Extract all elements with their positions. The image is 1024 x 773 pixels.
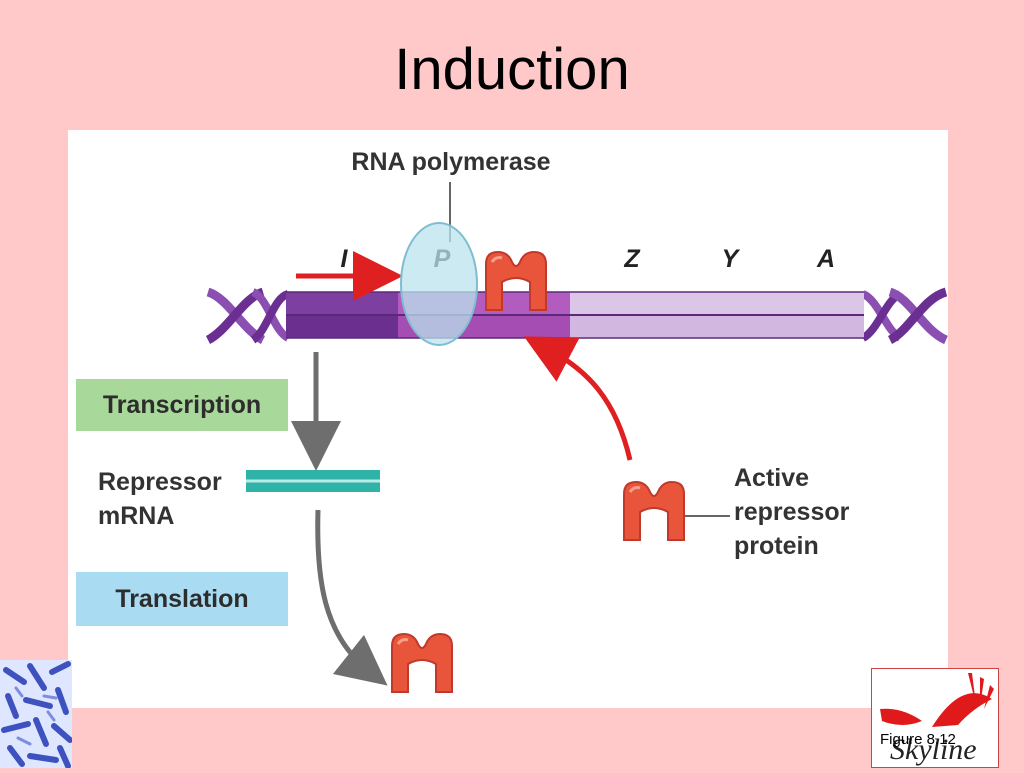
gene-label-y: Y (722, 245, 741, 273)
gene-label-i: I (341, 245, 349, 273)
active-repressor-protein (622, 480, 686, 542)
gene-label-z: Z (623, 245, 641, 273)
induction-diagram: RNA polymerase I P Z Y A (98, 148, 948, 694)
skyline-logo: Skyline (871, 668, 999, 768)
repressor-mrna-label-line2: mRNA (98, 502, 174, 530)
active-repressor-label-line2: repressor (734, 498, 850, 526)
rna-polymerase-label: RNA polymerase (351, 148, 550, 176)
dna-helix-right-end (860, 287, 948, 345)
bacteria-micrograph-image (0, 660, 73, 769)
translation-label-box: Translation (76, 572, 288, 626)
active-repressor-label-line1: Active (734, 464, 809, 492)
translated-repressor-protein (390, 632, 454, 694)
repressor-mrna-strand (246, 470, 380, 492)
repressor-mrna-label-line1: Repressor (98, 468, 222, 496)
gene-label-a: A (816, 245, 835, 273)
dna-helix-left-end (205, 287, 291, 345)
dna-strand (286, 291, 864, 339)
translation-arrow (315, 509, 388, 686)
rna-polymerase-shape (400, 222, 478, 346)
slide-title: Induction (394, 37, 630, 102)
repressor-binding-arrow (523, 336, 633, 461)
transcription-label-box: Transcription (76, 379, 288, 431)
figure-label: Figure 8.12 (880, 731, 956, 748)
skyline-logo-text: Skyline (890, 733, 977, 766)
active-repressor-label-line3: protein (734, 532, 819, 560)
diagram-panel: RNA polymerase I P Z Y A (68, 130, 948, 708)
